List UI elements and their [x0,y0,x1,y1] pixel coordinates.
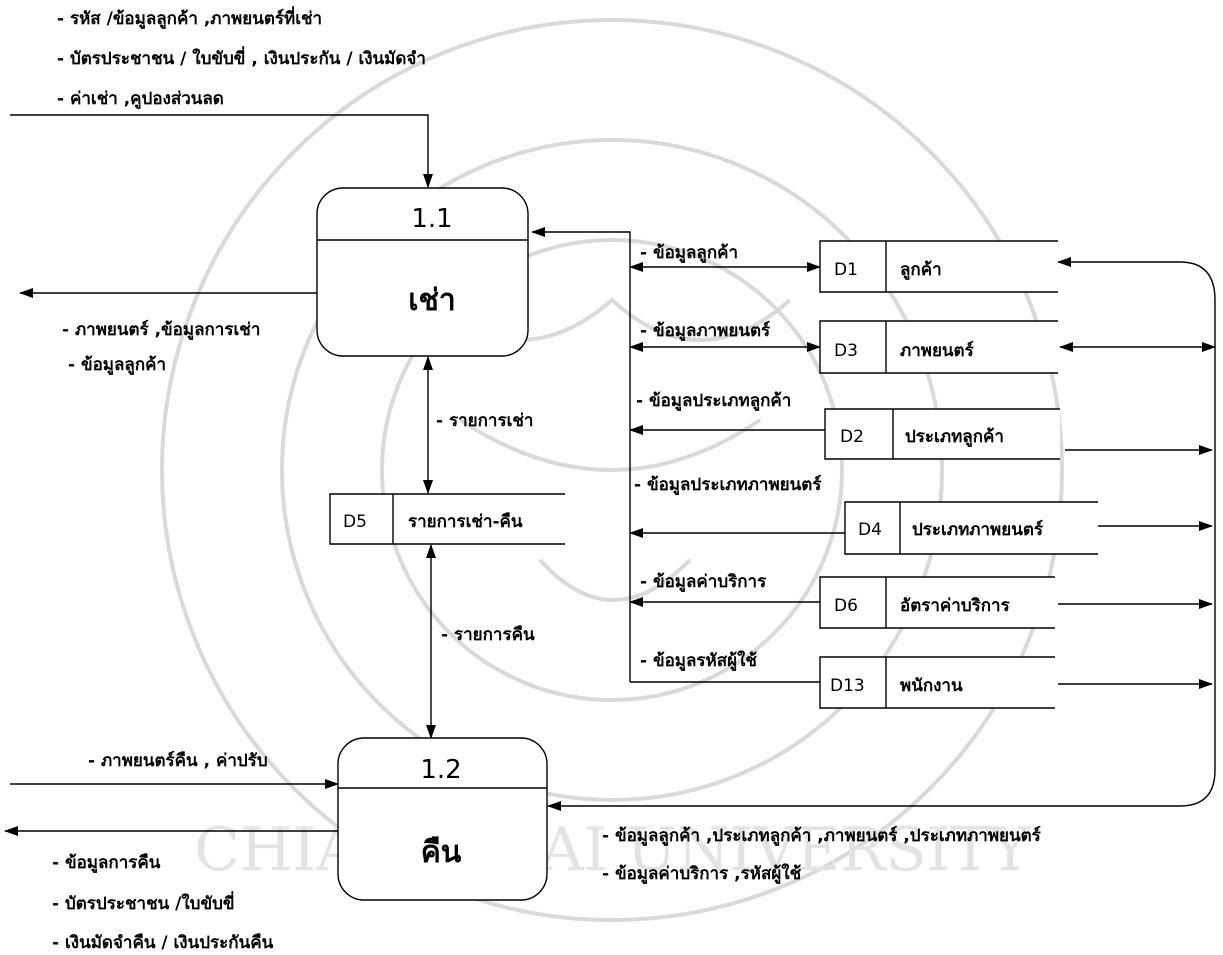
svg-text:ลูกค้า: ลูกค้า [900,260,942,281]
svg-text:D13: D13 [830,676,865,696]
svg-text:D2: D2 [840,427,864,447]
watermark-text: CHIANG MAI UNIVERSITY [194,815,1031,885]
rent-input-label-1: - รหัส /ข้อมูลลูกค้า ,ภาพยนตร์ที่เช่า [57,6,322,30]
d2-flow-label: - ข้อมูลประเภทลูกค้า [636,391,791,412]
return-output-label-3: - เงินมัดจำคืน / เงินประกันคืน [52,932,274,953]
store-d1: D1 ลูกค้า [819,240,1058,293]
store-d4: D4 ประเภทภาพยนตร์ [844,501,1098,555]
process-return-number: 1.2 [420,755,461,785]
store-d5: D5 รายการเช่า-คืน [329,493,565,545]
process-return-name: คืน [421,835,462,870]
return-input-label: - ภาพยนตร์คืน , ค่าปรับ [88,750,268,771]
rent-input-flow [10,114,433,188]
svg-text:D4: D4 [858,520,882,540]
return-store-label-2: - ข้อมูลค่าบริการ ,รหัสผู้ใช้ [602,863,802,885]
d3-flow-label: - ข้อมูลภาพยนตร์ [640,320,771,342]
svg-text:รายการเช่า-คืน: รายการเช่า-คืน [408,511,523,532]
svg-text:D6: D6 [834,596,858,616]
process-rent-number: 1.1 [411,204,452,234]
svg-text:พนักงาน: พนักงาน [900,676,963,696]
flow-lines [4,114,1216,836]
d1-flow-label: - ข้อมูลลูกค้า [640,243,738,264]
process-rent-name: เช่า [408,283,455,318]
stores-to-rent-flow [531,227,631,682]
stores-to-return-flow [547,261,1216,811]
svg-text:ภาพยนตร์: ภาพยนตร์ [900,340,975,361]
rent-output-label-2: - ข้อมูลลูกค้า [68,355,166,376]
svg-text:อัตราค่าบริการ: อัตราค่าบริการ [900,596,1011,616]
process-return: 1.2 คืน [337,737,548,901]
d6-flow-label: - ข้อมูลค่าบริการ [640,572,767,593]
svg-text:D1: D1 [834,260,858,280]
rent-input-label-2: - บัตรประชาชน / ใบขับขี่ , เงินประกัน / … [57,46,426,69]
rent-list-label: - รายการเช่า [436,411,533,431]
process-rent: 1.1 เช่า [316,187,529,357]
rent-output-label-1: - ภาพยนตร์ ,ข้อมูลการเช่า [62,319,260,341]
university-watermark: CHIANG MAI UNIVERSITY [160,18,1064,922]
flow-labels: - รหัส /ข้อมูลลูกค้า ,ภาพยนตร์ที่เช่า - … [52,6,1042,953]
svg-text:ประเภทลูกค้า: ประเภทลูกค้า [905,427,1004,448]
return-output-label-2: - บัตรประชาชน /ใบขับขี่ [52,891,234,914]
store-d3: D3 ภาพยนตร์ [819,320,1058,374]
store-d2: D2 ประเภทลูกค้า [824,408,1060,460]
d13-flow-label: - ข้อมูลรหัสผู้ใช้ [640,650,757,672]
d4-flow-label: - ข้อมูลประเภทภาพยนตร์ [634,474,822,496]
store-d6: D6 อัตราค่าบริการ [819,576,1055,629]
svg-text:ประเภทภาพยนตร์: ประเภทภาพยนตร์ [912,519,1044,540]
svg-text:D5: D5 [343,512,367,532]
return-output-label-1: - ข้อมูลการคืน [52,852,161,874]
return-list-label: - รายการคืน [441,624,535,645]
rent-input-label-3: - ค่าเช่า ,คูปองส่วนลด [57,89,224,110]
store-d13: D13 พนักงาน [819,656,1055,709]
svg-text:D3: D3 [834,341,858,361]
return-store-label-1: - ข้อมูลลูกค้า ,ประเภทลูกค้า ,ภาพยนตร์ ,… [602,825,1042,847]
